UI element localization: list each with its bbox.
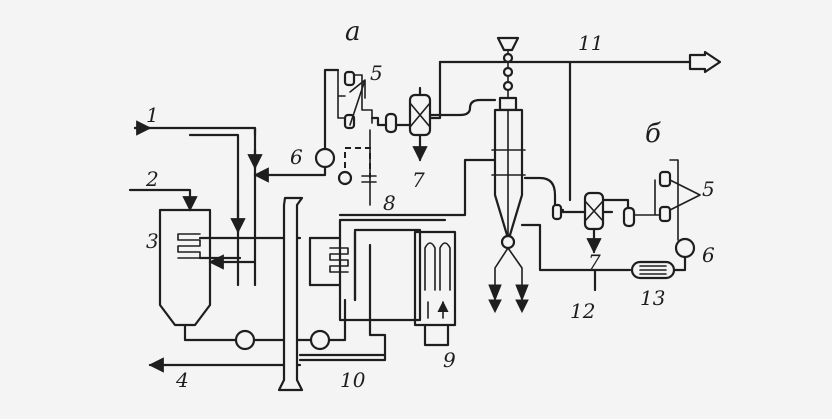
feed-valve-1: [502, 52, 514, 64]
boiler-8-inner: [298, 230, 387, 357]
label-7a: 7: [412, 168, 425, 192]
outlet-valve-left: [488, 284, 502, 314]
group-5b-pointer: [669, 179, 701, 211]
label-6a: 6: [290, 145, 303, 169]
furnace-bottom-line: [183, 323, 302, 342]
label-10: 10: [340, 368, 366, 392]
label-7b: 7: [588, 250, 601, 274]
reactor-bottom-valve: [500, 234, 516, 250]
stack: [277, 196, 304, 392]
outlet-valve-right: [515, 284, 529, 314]
label-2: 2: [145, 167, 159, 191]
small-vessel-left: [384, 112, 398, 134]
quench-9-arrows: [427, 302, 443, 319]
reactor-outlets: [494, 247, 523, 301]
separator-7a-x: [409, 102, 431, 128]
stream-11-arrow: [688, 50, 722, 74]
reactor-side-line: [520, 223, 632, 272]
furnace-3: [158, 208, 212, 327]
reactor-hopper: [496, 36, 520, 52]
small-vessel-right-a: [551, 203, 563, 221]
label-9: 9: [443, 348, 456, 372]
cyclone-5a-1: [343, 70, 356, 87]
label-1: 1: [146, 103, 159, 127]
boiler-coil-link: [308, 236, 342, 287]
stream-1-branch: [188, 126, 257, 287]
feed-valve-2: [502, 66, 514, 78]
separator-7a-top: [418, 60, 442, 120]
quench-to-reactor: [446, 158, 497, 217]
label-b: б: [645, 119, 661, 149]
label-12: 12: [570, 299, 595, 323]
stream-2-line: [128, 188, 198, 212]
group-5a-pipe: [337, 69, 373, 124]
label-11: 11: [578, 31, 603, 55]
quench-9-tubes: [424, 242, 451, 291]
boiler-8: [338, 213, 450, 322]
separator-7b-x: [584, 200, 604, 222]
feed-valve-3: [502, 80, 514, 92]
pump-6-left: [314, 147, 336, 169]
furnace-3-coil: [177, 233, 201, 259]
heat-exchanger-13-lines: [639, 265, 667, 275]
group-5b-pipe: [633, 159, 679, 241]
pump-6-left-line: [323, 68, 340, 151]
pump-6-to-stream1: [253, 165, 327, 183]
pump-6-right: [674, 237, 696, 259]
cyclone-5b-2: [658, 205, 672, 223]
label-5b: 5: [702, 177, 715, 201]
label-13: 13: [640, 286, 665, 310]
stream-11-line: [438, 60, 692, 202]
valve-small: [337, 170, 353, 186]
reactor-top: [498, 96, 518, 112]
quench-9-outlet: [423, 323, 450, 347]
sep7a-to-reactor: [428, 98, 497, 117]
reactor-jacket: [491, 109, 526, 236]
label-6b: 6: [702, 243, 715, 267]
small-vessel-right-b: [622, 206, 636, 228]
label-8: 8: [383, 191, 396, 215]
boiler-coil: [329, 247, 349, 273]
quench-9: [413, 230, 457, 327]
valve-pipe: [361, 129, 377, 206]
group-5a-pointer: [349, 79, 366, 126]
pump-furnace: [234, 329, 256, 351]
label-3: 3: [146, 229, 159, 253]
pump-6-right-line: [673, 255, 687, 272]
label-4: 4: [175, 368, 189, 392]
pump-boiler-line: [298, 298, 347, 342]
stream-10-line: [298, 353, 387, 362]
label-a: а: [345, 17, 361, 47]
cyclone-5b-1: [658, 170, 672, 188]
reactor-to-sep7b: [523, 176, 565, 212]
pump-boiler: [309, 329, 331, 351]
label-5a: 5: [370, 61, 383, 85]
